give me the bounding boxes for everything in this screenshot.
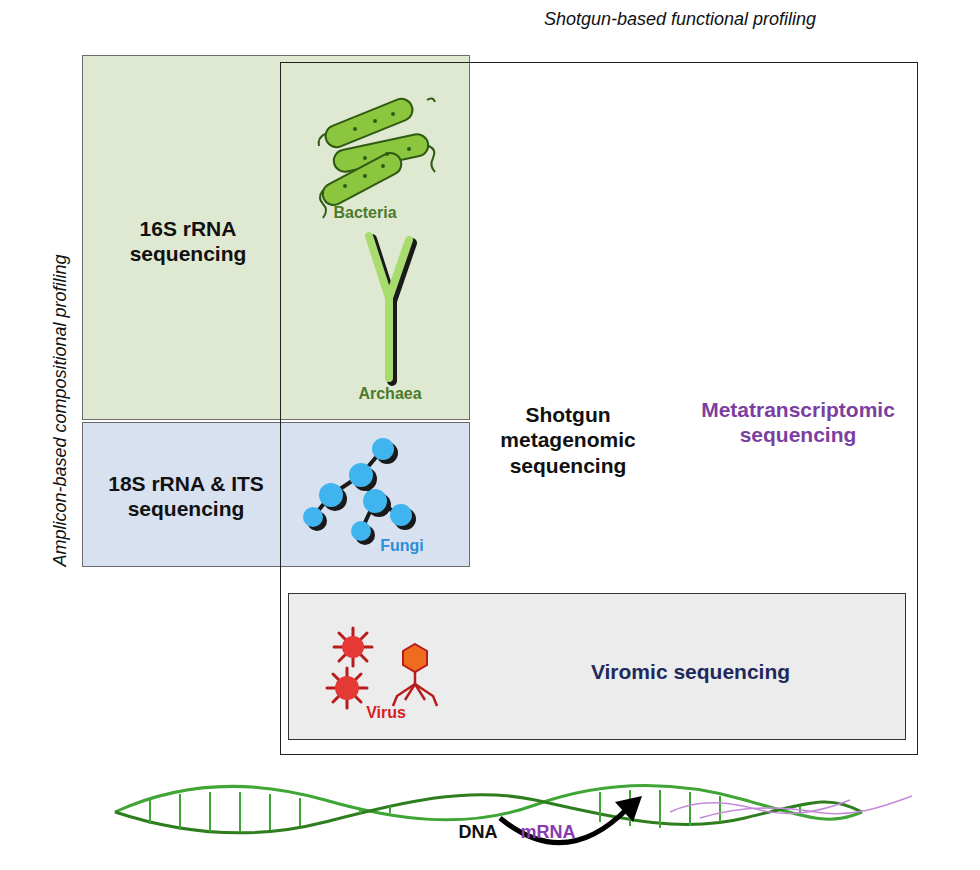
fungi-icon-part-part — [390, 504, 412, 526]
bacteria-icon — [315, 94, 435, 219]
fungi-icon-part — [307, 442, 416, 545]
node-text: Metatranscriptomic sequencing — [687, 397, 909, 447]
organism-label: Virus — [366, 704, 406, 722]
archaea-icon-part — [369, 236, 412, 381]
fungi-icon-part-part — [349, 463, 373, 487]
shotgun-box: Shotgun metagenomic sequencing Metatransc… — [280, 62, 918, 755]
virus-icon-part-part — [393, 684, 415, 706]
transcription-arrow-part — [500, 808, 628, 843]
mrna-strands-part — [700, 796, 912, 818]
dna-rungs-part — [359, 808, 361, 814]
axis-label: Shotgun-based functional profiling — [544, 9, 816, 30]
fungi-icon-part-part — [319, 483, 343, 507]
fungi-icon-part — [303, 438, 412, 541]
bacteria-icon-part — [319, 98, 435, 218]
bacteria-icon-part — [319, 96, 430, 209]
dna-rungs-part — [209, 792, 211, 832]
bacteria-icon-part-part — [320, 190, 326, 218]
organism-label: Archaea — [358, 385, 421, 403]
bacteria-icon-part-part — [343, 184, 347, 188]
bacteria-icon-part-part — [385, 152, 389, 156]
transcription-arrow-part — [615, 796, 642, 822]
transcription-arrow — [500, 796, 642, 843]
bacteria-icon-part-part — [319, 149, 405, 209]
virus-icon-part-part — [333, 674, 361, 702]
dna-rungs-part — [149, 800, 151, 824]
bacteria-icon-part — [343, 112, 411, 188]
node-text: Viromic sequencing — [586, 659, 796, 684]
dna-rungs-part — [269, 794, 271, 830]
dna-rungs-part — [299, 798, 301, 826]
amplicon-16s-box: 16S rRNA sequencing — [82, 55, 470, 420]
archaea-icon-part-part — [369, 236, 409, 378]
bacteria-icon-part-part — [353, 127, 357, 131]
archaea-icon — [351, 224, 421, 384]
node-text: 18S rRNA & ITS sequencing — [86, 471, 286, 521]
bacteria-icon-part-part — [381, 164, 385, 168]
node-text: 16S rRNA sequencing — [98, 216, 278, 266]
dna-rungs-part — [659, 790, 661, 828]
node-text: Shotgun metagenomic sequencing — [473, 402, 663, 478]
virus-icon-part-part — [333, 674, 361, 702]
organism-label: Bacteria — [333, 204, 396, 222]
virus-icon-part — [393, 668, 437, 706]
virus-icon-part-part — [405, 684, 415, 700]
mrna-strands-part — [670, 800, 850, 814]
dna-strand-part — [115, 786, 862, 820]
dna-rungs-part — [239, 792, 241, 832]
bacteria-icon-part-part — [363, 156, 367, 160]
fungi-icon-part-part — [363, 489, 387, 513]
bacteria-icon-part-part — [319, 134, 325, 146]
virus-icon-part — [403, 644, 427, 672]
virus-icon — [323, 626, 453, 711]
virus-icon-part — [335, 676, 359, 700]
virus-icon-part — [342, 636, 364, 658]
fungi-icon-part-part — [372, 438, 394, 460]
dna-rungs-part — [719, 796, 721, 822]
dna-rungs-part — [179, 794, 181, 830]
virus-icon-part-part — [339, 633, 367, 661]
dna-rungs-part — [599, 792, 601, 822]
bacteria-icon-part-part — [363, 174, 367, 178]
bacteria-icon-part-part — [427, 98, 435, 102]
dna-rungs-part — [389, 806, 391, 813]
virus-icon-part-part — [415, 684, 437, 706]
fungi-icon-part-part — [351, 521, 371, 541]
virus-icon-part-part — [415, 684, 425, 700]
bacteria-icon-part-part — [407, 147, 411, 151]
axis-label: Amplicon-based compositional profiling — [50, 254, 71, 566]
virus-icon-part — [327, 628, 372, 708]
mrna-strands — [670, 796, 912, 818]
fungi-icon-part-part — [303, 507, 323, 527]
molecule-label: mRNA — [520, 822, 575, 843]
fungi-icon — [291, 435, 441, 545]
bacteria-icon-part-part — [429, 146, 435, 172]
molecule-label: DNA — [459, 822, 498, 843]
bacteria-icon-part-part — [391, 112, 395, 116]
dna-rungs-part — [689, 792, 691, 826]
bacteria-icon-part-part — [373, 119, 377, 123]
virus-icon-part-part — [339, 633, 367, 661]
organism-label: Fungi — [380, 537, 424, 555]
